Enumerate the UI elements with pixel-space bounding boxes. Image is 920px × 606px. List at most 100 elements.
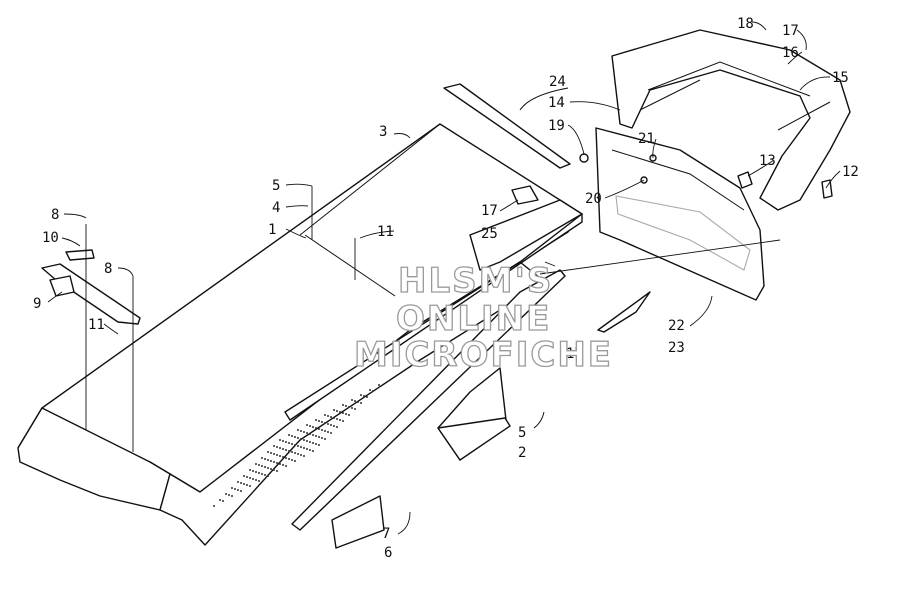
perforation-dot — [303, 455, 305, 457]
perforation-dot — [237, 481, 239, 483]
perforation-dot — [291, 451, 293, 453]
perforation-dot — [249, 485, 251, 487]
perforation-dot — [240, 490, 242, 492]
perforation-dot — [306, 440, 308, 442]
perforation-dot — [324, 430, 326, 432]
callout-16: 16 — [782, 45, 799, 61]
callout-labels: 1 2 3 4 5 5 6 7 8 8 9 10 11 11 12 13 14 … — [33, 16, 859, 561]
perforation-dot — [330, 432, 332, 434]
callout-21: 21 — [638, 131, 655, 147]
watermark-line-2: ONLINE — [396, 299, 551, 339]
perforation-dot — [303, 447, 305, 449]
perforation-dot — [366, 396, 368, 398]
perforation-dot — [300, 430, 302, 432]
perforation-dot — [279, 463, 281, 465]
callout-22: 22 — [668, 318, 685, 334]
perforation-dot — [255, 463, 257, 465]
perforation-dot — [294, 460, 296, 462]
perforation-dot — [249, 469, 251, 471]
perforation-dot — [318, 436, 320, 438]
perforation-dot — [318, 444, 320, 446]
callout-18: 18 — [737, 16, 754, 32]
perforation-dot — [258, 472, 260, 474]
perforation-dot — [255, 471, 257, 473]
perforation-dot — [348, 406, 350, 408]
perforation-dot — [300, 446, 302, 448]
perforation-dot — [306, 448, 308, 450]
perforation-dot — [276, 446, 278, 448]
perforation-dot — [306, 432, 308, 434]
perforation-dot — [378, 384, 380, 386]
callout-5b: 5 — [518, 425, 526, 441]
perforation-dot — [297, 453, 299, 455]
perforation-dot — [240, 482, 242, 484]
perforation-dot — [255, 479, 257, 481]
perforation-dot — [282, 456, 284, 458]
perforation-dot — [315, 443, 317, 445]
callout-8b: 8 — [104, 261, 112, 277]
perforation-dot — [270, 468, 272, 470]
callout-11b: 11 — [88, 317, 105, 333]
callout-7: 7 — [382, 526, 390, 542]
perforation-dot — [279, 447, 281, 449]
perforation-dot — [261, 473, 263, 475]
perforation-dot — [249, 477, 251, 479]
perforation-dot — [267, 451, 269, 453]
perforation-dot — [279, 455, 281, 457]
perforation-dot — [342, 404, 344, 406]
perforation-dot — [225, 493, 227, 495]
perforation-dot — [288, 458, 290, 460]
callout-15: 15 — [832, 70, 849, 86]
perforation-dot — [285, 457, 287, 459]
callout-14: 14 — [548, 95, 565, 111]
perforation-dot — [336, 426, 338, 428]
perforation-dot — [339, 419, 341, 421]
perforation-dot — [252, 470, 254, 472]
perforation-dot — [294, 444, 296, 446]
callout-17b: 17 — [481, 203, 498, 219]
perforation-dot — [312, 442, 314, 444]
perforation-dot — [276, 470, 278, 472]
perforation-dot — [360, 402, 362, 404]
callout-1: 1 — [268, 222, 276, 238]
callout-17a: 17 — [782, 23, 799, 39]
perforation-dot — [258, 480, 260, 482]
perforation-dot — [351, 407, 353, 409]
perforation-dot — [276, 454, 278, 456]
perforation-dot — [327, 423, 329, 425]
callout-19: 19 — [548, 118, 565, 134]
perforation-dot — [342, 412, 344, 414]
perforation-dot — [288, 450, 290, 452]
perforation-dot — [270, 452, 272, 454]
perforation-dot — [324, 422, 326, 424]
perforation-dot — [231, 487, 233, 489]
perforation-dot — [303, 431, 305, 433]
callout-24: 24 — [549, 74, 566, 90]
perforation-dot — [273, 461, 275, 463]
perforation-dot — [312, 426, 314, 428]
perforation-dot — [234, 488, 236, 490]
callout-10: 10 — [42, 230, 59, 246]
perforation-dot — [219, 499, 221, 501]
perforation-dot — [252, 478, 254, 480]
perforation-dot — [237, 489, 239, 491]
perforation-dot — [285, 449, 287, 451]
perforation-dot — [282, 448, 284, 450]
perforation-dot — [285, 465, 287, 467]
perforation-dot — [246, 484, 248, 486]
perforation-pattern — [213, 384, 380, 507]
callout-3: 3 — [379, 124, 387, 140]
watermark-line-3: MICROFICHE — [354, 335, 613, 375]
perforation-dot — [264, 474, 266, 476]
perforation-dot — [312, 434, 314, 436]
perforation-dot — [315, 435, 317, 437]
callout-6: 6 — [384, 545, 392, 561]
perforation-dot — [330, 416, 332, 418]
perforation-dot — [294, 452, 296, 454]
perforation-dot — [243, 483, 245, 485]
perforation-dot — [273, 469, 275, 471]
perforation-dot — [303, 439, 305, 441]
perforation-dot — [321, 421, 323, 423]
perforation-dot — [276, 462, 278, 464]
